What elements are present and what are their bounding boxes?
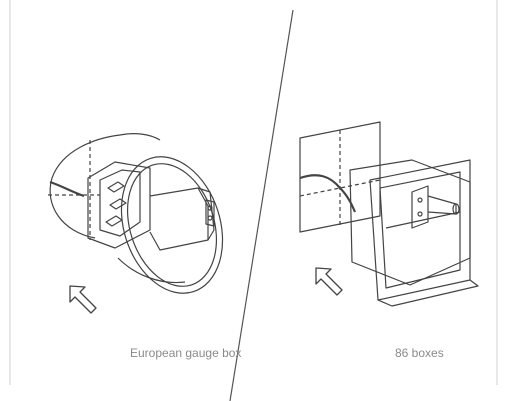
right-caption: 86 boxes	[395, 346, 444, 360]
panel-divider	[229, 9, 294, 401]
square-86-box-illustration	[299, 121, 479, 307]
outer-frame	[9, 0, 498, 385]
round-gauge-box-illustration	[48, 133, 224, 294]
cursor-arrow-icon	[315, 267, 343, 296]
cursor-arrow-icon	[69, 285, 97, 314]
left-caption: European gauge box	[130, 346, 241, 360]
